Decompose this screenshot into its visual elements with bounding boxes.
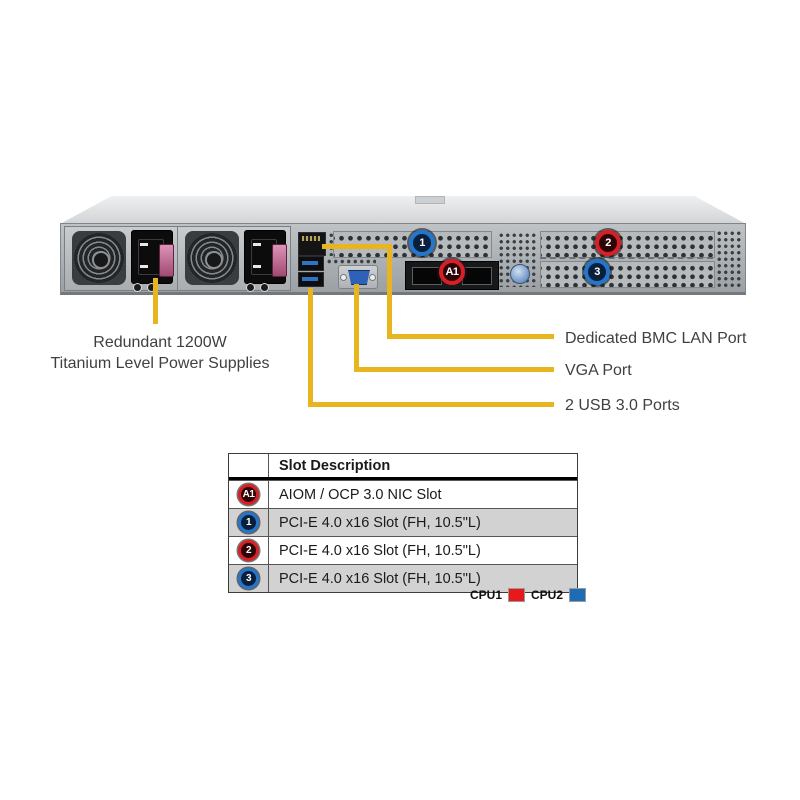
usb3-port-bottom (298, 272, 324, 287)
power-supply-2 (177, 226, 291, 292)
table-row: A1 AIOM / OCP 3.0 NIC Slot (229, 480, 577, 508)
usb3-port-top (298, 256, 324, 271)
psu-retention-clip (159, 244, 174, 277)
callout-line-vga (354, 367, 554, 372)
psu-led (133, 283, 142, 292)
pci-slot-cover-2 (540, 231, 715, 258)
pci-slot-cover-3 (540, 261, 715, 288)
slot-badge-2: 2 (595, 230, 621, 256)
cpu2-legend-label: CPU2 (531, 588, 564, 602)
row-badge-a1: A1 (238, 484, 259, 505)
slot-description-table: Slot Description A1 AIOM / OCP 3.0 NIC S… (228, 453, 578, 593)
psu-fan-icon (185, 231, 239, 285)
cpu2-color-swatch (569, 588, 587, 602)
vga-label: VGA Port (565, 362, 632, 379)
row-description: PCI-E 4.0 x16 Slot (FH, 10.5"L) (279, 514, 481, 531)
cpu1-color-swatch (508, 588, 526, 602)
vent-holes (326, 258, 376, 265)
table-row: 1 PCI-E 4.0 x16 Slot (FH, 10.5"L) (229, 508, 577, 536)
slot-badge-3: 3 (584, 259, 610, 285)
slot-divider (540, 257, 713, 259)
row-description: PCI-E 4.0 x16 Slot (FH, 10.5"L) (279, 542, 481, 559)
slot-badge-1: 1 (409, 230, 435, 256)
table-header-label: Slot Description (279, 457, 391, 474)
psu-retention-clip (272, 244, 287, 277)
callout-line-bmc (322, 244, 392, 249)
row-badge-1: 1 (238, 512, 259, 533)
cpu1-legend-label: CPU1 (470, 588, 503, 602)
callout-line-usb (308, 402, 554, 407)
cpu-legend: CPU1 CPU2 (470, 588, 587, 602)
psu-fan-icon (72, 231, 126, 285)
psu-led (246, 283, 255, 292)
power-supply-1 (64, 226, 178, 292)
bmc-lan-label: Dedicated BMC LAN Port (565, 330, 747, 347)
table-row: 2 PCI-E 4.0 x16 Slot (FH, 10.5"L) (229, 536, 577, 564)
table-header-row: Slot Description (229, 454, 577, 480)
row-description: PCI-E 4.0 x16 Slot (FH, 10.5"L) (279, 570, 481, 587)
chassis-lid (60, 196, 746, 224)
row-description: AIOM / OCP 3.0 NIC Slot (279, 486, 442, 503)
bmc-lan-port (298, 232, 326, 256)
server-rear-view: 1 2 3 A1 (60, 196, 746, 295)
row-badge-3: 3 (238, 568, 259, 589)
psu-label: Redundant 1200W Titanium Level Power Sup… (50, 334, 270, 372)
row-badge-2: 2 (238, 540, 259, 561)
usb-label: 2 USB 3.0 Ports (565, 397, 680, 414)
chassis-lid-tab (415, 196, 445, 204)
thumbscrew-icon (510, 264, 530, 284)
callout-line-psu (153, 278, 158, 324)
callout-line-usb (308, 288, 313, 407)
slot-badge-a1: A1 (439, 259, 465, 285)
callout-line-vga (354, 284, 359, 372)
vent-holes (716, 230, 742, 288)
callout-line-bmc (387, 334, 554, 339)
table-row: 3 PCI-E 4.0 x16 Slot (FH, 10.5"L) (229, 564, 577, 592)
psu-led (260, 283, 269, 292)
callout-line-bmc (387, 244, 392, 339)
